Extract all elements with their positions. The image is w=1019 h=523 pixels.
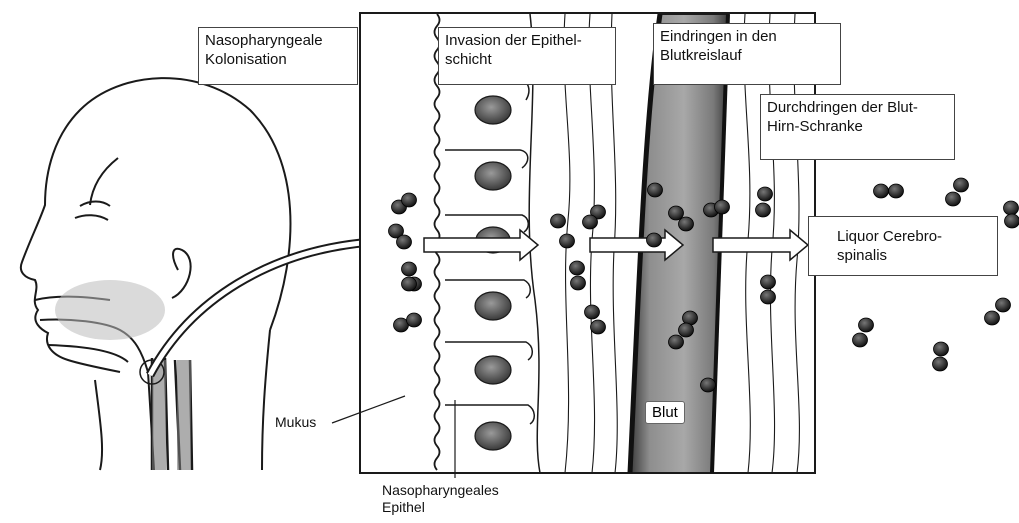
label-epithelium: Nasopharyngeales Epithel (382, 482, 499, 516)
label-csf: Liquor Cerebro- spinalis (808, 216, 998, 276)
label-bbb: Durchdringen der Blut- Hirn-Schranke (760, 94, 955, 160)
nasopharynx-shading (55, 280, 165, 340)
label-colonization: Nasopharyngeale Kolonisation (198, 27, 358, 85)
curved-arrow (150, 242, 372, 375)
label-invasion: Invasion der Epithel- schicht (438, 27, 616, 85)
label-blood: Blut (645, 401, 685, 424)
label-mucus: Mukus (275, 414, 316, 431)
label-bloodstream: Eindringen in den Blutkreislauf (653, 23, 841, 85)
